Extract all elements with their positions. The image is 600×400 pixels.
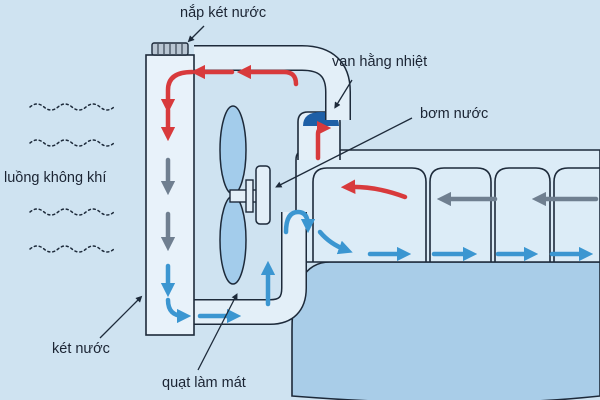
cylinder-chamber (312, 167, 427, 262)
leader-fan (197, 293, 238, 371)
radiator-cap-label: nắp két nước (180, 5, 267, 21)
airflow-wave-icon (29, 103, 115, 253)
leader-valve (334, 79, 353, 109)
cylinder-chamber (553, 167, 600, 262)
leader-pump (275, 117, 413, 188)
flow-arrow-icon (160, 64, 408, 200)
cold-flow-arrow (317, 229, 353, 255)
airflow-label: luồng không khí (4, 170, 107, 186)
lower-hose (194, 212, 307, 325)
thermostat-valve-label: van hằng nhiệt (332, 54, 428, 70)
upper-hose (194, 45, 351, 120)
flow-arrow-icon (160, 209, 594, 324)
hot-flow-arrow (340, 179, 408, 200)
cooling-fan-label: quạt làm mát (162, 375, 246, 391)
radiator-label: két nước (52, 341, 110, 357)
hot-flow-arrow (236, 64, 299, 87)
cold-flow-arrow (165, 297, 192, 324)
water-pump-label: bơm nước (420, 106, 489, 122)
cylinder-chamber (494, 167, 551, 262)
hot-flow-arrow (315, 120, 332, 161)
cylinder-chamber (429, 167, 492, 262)
radiator-cap-icon (151, 42, 189, 56)
cold-flow-arrow (283, 209, 316, 235)
water-jacket (295, 149, 600, 263)
fan-icon (219, 105, 271, 285)
leader-radiator (99, 295, 143, 339)
leader-cap (187, 25, 205, 43)
hot-flow-arrow (160, 69, 195, 114)
flow-arrow-icon (160, 157, 599, 252)
label-leaders (99, 25, 413, 371)
engine-block (291, 261, 600, 400)
